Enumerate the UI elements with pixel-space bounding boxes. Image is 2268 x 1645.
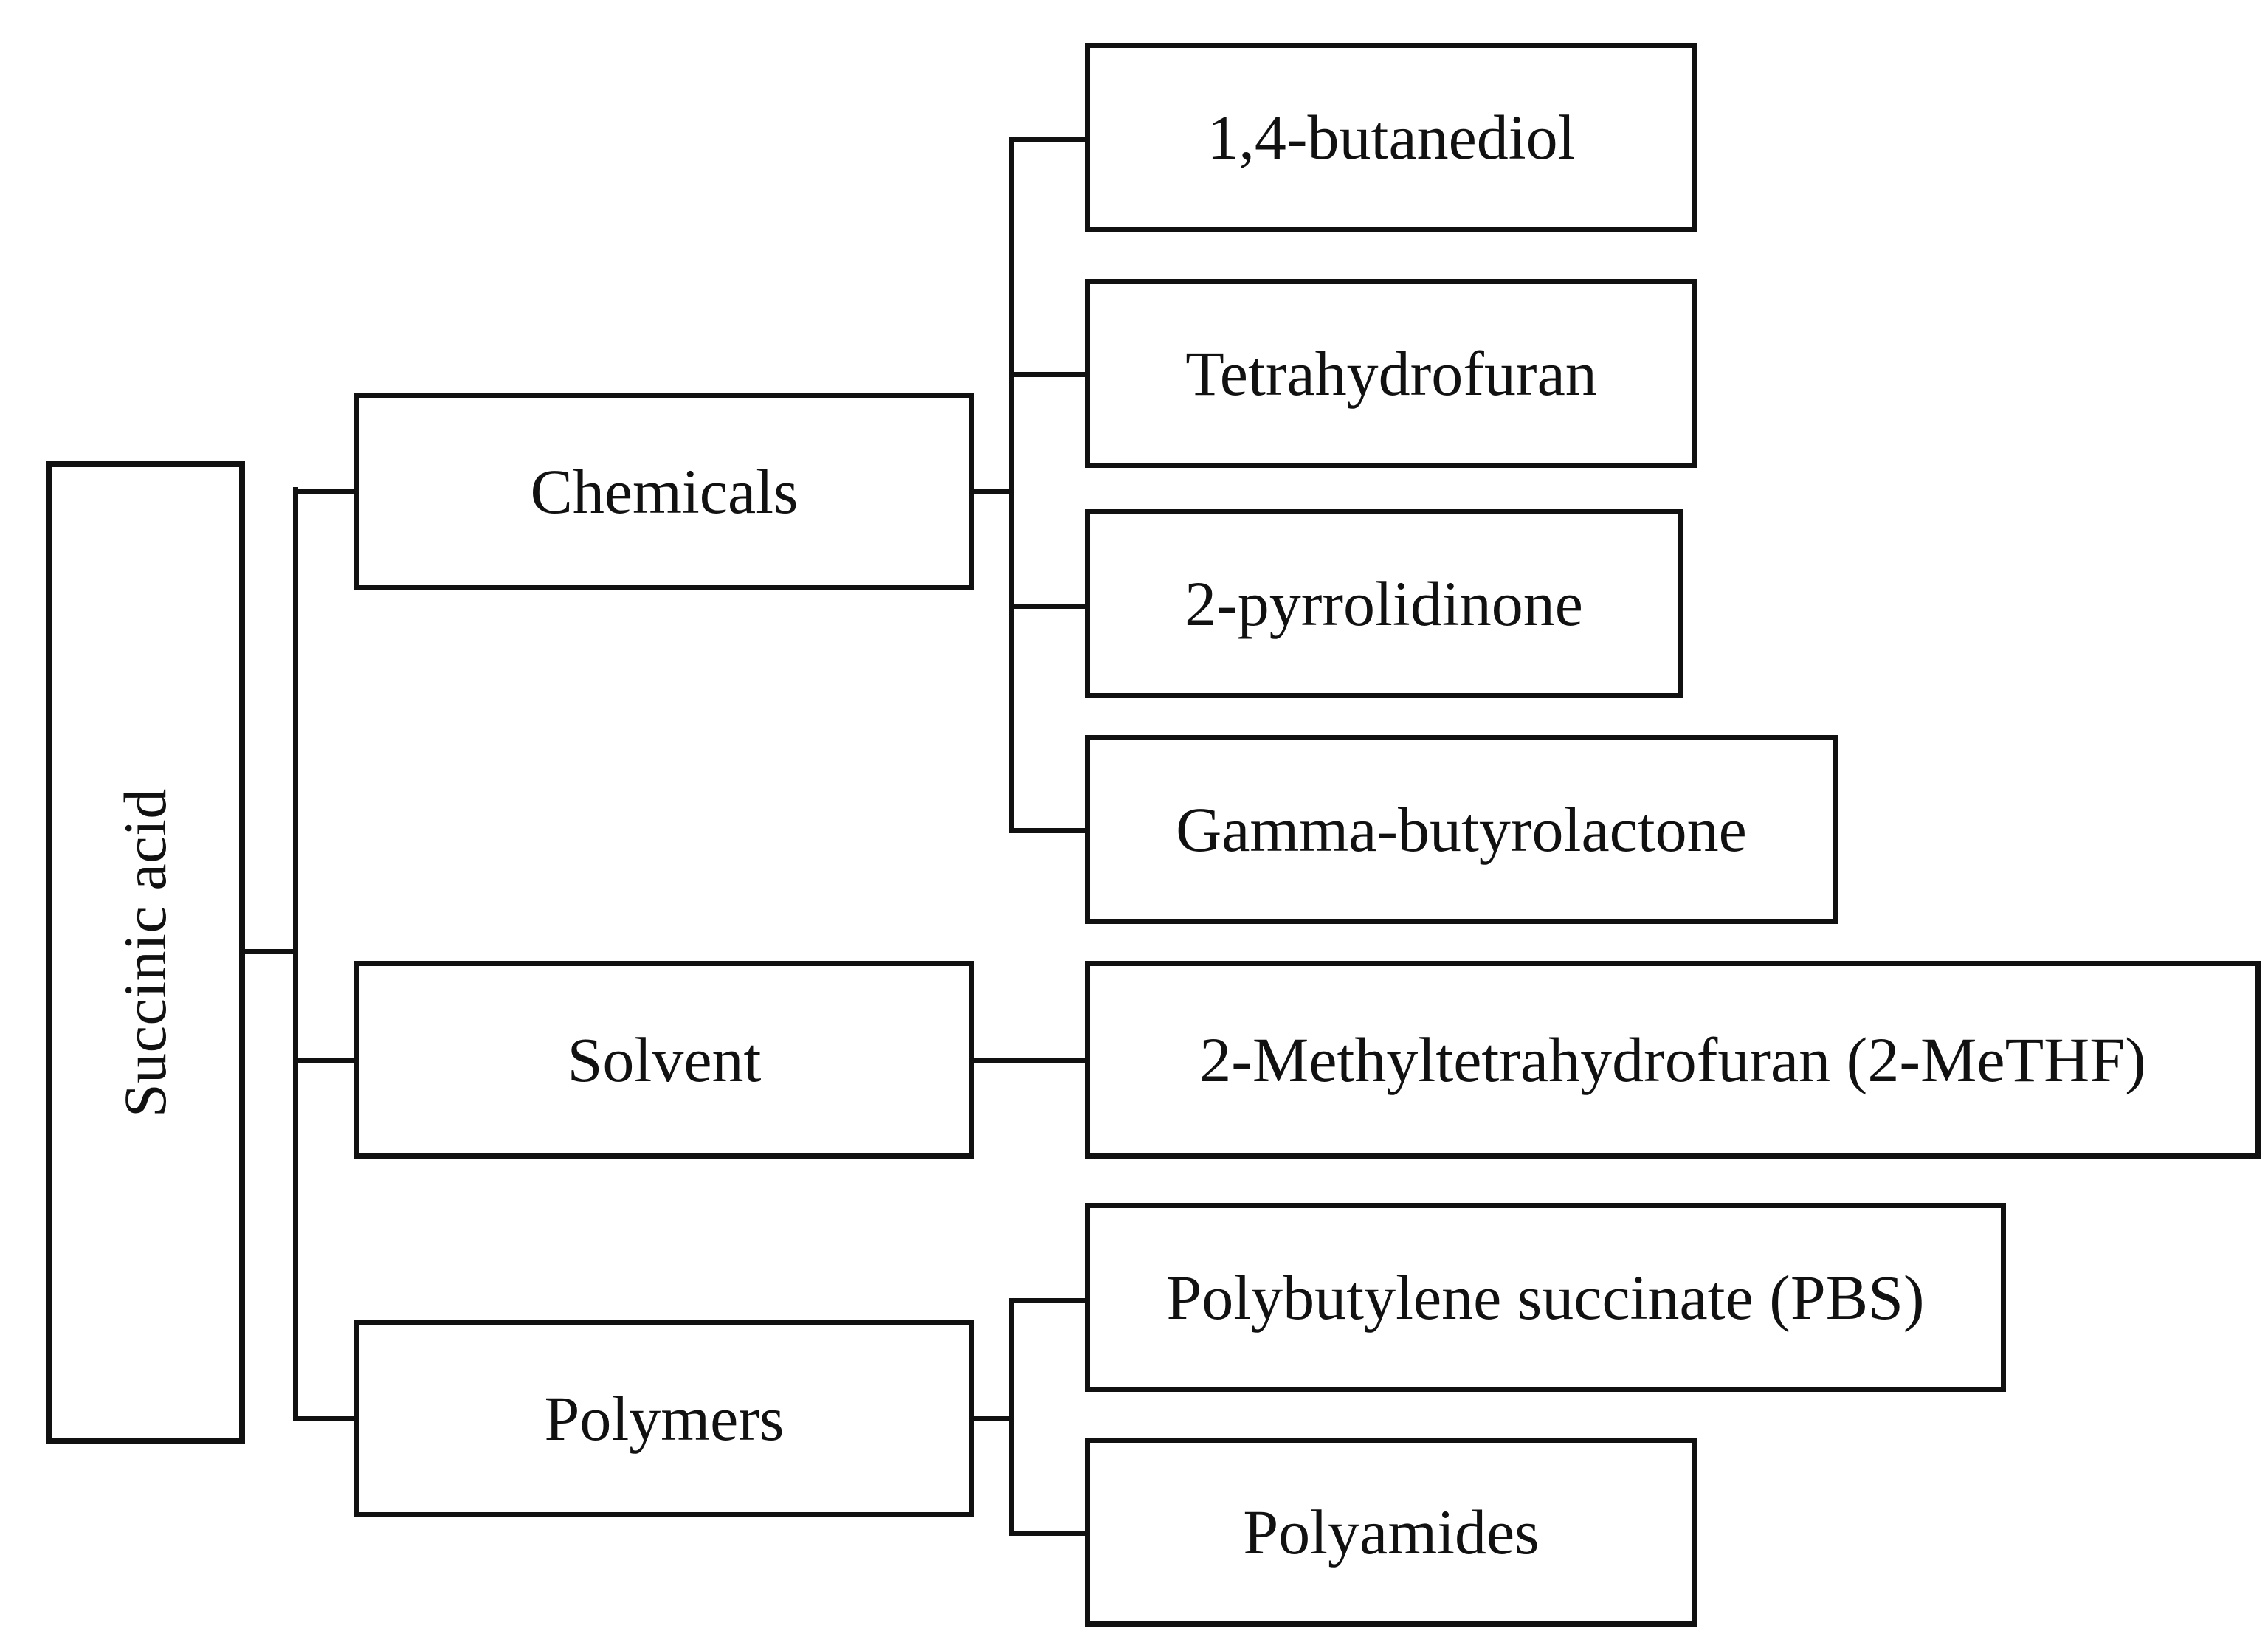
node-2-pyrrolidinone-label: 2-pyrrolidinone [1185, 568, 1583, 639]
node-polymers-label: Polymers [544, 1382, 785, 1454]
node-chemicals-label: Chemicals [530, 455, 799, 527]
connector-trunk-to-chemicals [293, 489, 358, 494]
connector-root-to-trunk [245, 949, 298, 954]
node-tetrahydrofuran-label: Tetrahydrofuran [1185, 337, 1597, 409]
connector-chemicals-to-gammabutyrolactone [1009, 828, 1090, 833]
node-solvent[interactable]: Solvent [354, 961, 974, 1159]
connector-trunk-to-polymers [293, 1416, 358, 1421]
connector-chemicals-to-butanediol [1009, 137, 1090, 142]
node-polymers[interactable]: Polymers [354, 1320, 974, 1517]
connector-trunk-to-solvent [293, 1058, 358, 1063]
node-14-butanediol-label: 1,4-butanediol [1207, 101, 1576, 173]
connector-trunk-main [293, 487, 298, 1421]
node-polyamides[interactable]: Polyamides [1085, 1438, 1697, 1627]
node-polybutylene-succinate[interactable]: Polybutylene succinate (PBS) [1085, 1203, 2006, 1392]
connector-chemicals-to-tetrahydrofuran [1009, 372, 1090, 377]
node-tetrahydrofuran[interactable]: Tetrahydrofuran [1085, 279, 1697, 468]
node-succinic-acid-label: Succinic acid [111, 788, 179, 1117]
node-2-methyltetrahydrofuran-label: 2-Methyltetrahydrofuran (2-MeTHF) [1199, 1024, 2146, 1095]
node-gamma-butyrolactone-label: Gamma-butyrolactone [1176, 793, 1747, 865]
connector-subtrunk-polymers [1009, 1298, 1014, 1536]
node-2-methyltetrahydrofuran[interactable]: 2-Methyltetrahydrofuran (2-MeTHF) [1085, 961, 2261, 1159]
node-polyamides-label: Polyamides [1243, 1496, 1540, 1568]
node-chemicals[interactable]: Chemicals [354, 393, 974, 590]
node-2-pyrrolidinone[interactable]: 2-pyrrolidinone [1085, 509, 1683, 698]
node-solvent-label: Solvent [567, 1024, 762, 1095]
connector-polymers-out [970, 1416, 1014, 1421]
connector-polymers-to-pbs [1009, 1298, 1090, 1303]
node-gamma-butyrolactone[interactable]: Gamma-butyrolactone [1085, 735, 1838, 924]
node-14-butanediol[interactable]: 1,4-butanediol [1085, 43, 1697, 232]
connector-chemicals-to-pyrrolidinone [1009, 604, 1090, 609]
connector-chemicals-out [970, 489, 1014, 494]
node-polybutylene-succinate-label: Polybutylene succinate (PBS) [1166, 1261, 1925, 1333]
connector-subtrunk-chemicals [1009, 137, 1014, 832]
connector-solvent-to-methf [970, 1058, 1092, 1063]
node-succinic-acid[interactable]: Succinic acid [46, 461, 245, 1444]
connector-polymers-to-polyamides [1009, 1531, 1090, 1536]
